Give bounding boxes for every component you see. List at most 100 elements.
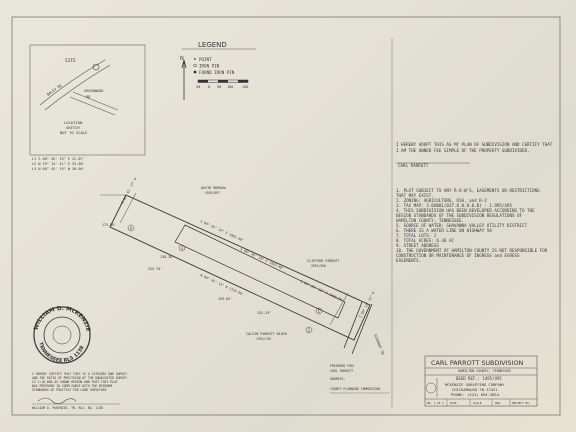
note-line: 2. ZONING: AGRICULTURE, R1H, and R-2 (396, 198, 487, 203)
approval-line: ADDRESS: (330, 377, 345, 381)
subdivision-title: CARL PARROTT SUBDIVISION (431, 359, 523, 367)
lot-number: 3 (181, 246, 184, 251)
deed-reference: DEED REF.: 1495/495 (456, 376, 502, 381)
vicinity-label-road-3: RD (86, 95, 90, 99)
vicinity-label-road-2: GREENWOOD (84, 89, 103, 93)
sheet-row-cell: PROJECT NO. (512, 401, 531, 405)
dimension-label: 138.38' (160, 255, 174, 259)
note-line: 9. STREET ADDRESS (396, 243, 439, 248)
adjoiner-deed: 1955/745 (256, 337, 271, 341)
bearing-label: N 60° 45' 15" W 1135.00' (200, 273, 245, 296)
point-symbol-icon (194, 58, 196, 60)
legend-item-label: IRON PIN (199, 64, 220, 69)
adjoiner-name: CLIFFORD PARROTT (307, 259, 340, 263)
note-line: 4. THIS SUBDIVISION HAS BEEN DEVELOPED A… (396, 208, 535, 213)
lot-outline (174, 224, 346, 319)
lot-line (329, 292, 349, 326)
surveyor-cert-line: AND THE RATIO OF PRECISION OF THE UNADJU… (32, 376, 127, 380)
bearing-label: S 60° 45' 19" E 1023.48' (240, 247, 285, 270)
vicinity-label-scale: NOT TO SCALE (60, 130, 88, 135)
note-line: HAMILTON COUNTY, TENNESSEE. (396, 218, 464, 223)
note-line: 5. SOURCE OF WATER: SHAVANNA VALLEY UTIL… (396, 223, 528, 228)
sheet-row-cell: NO. 1 OF 1 (427, 401, 444, 405)
vicinity-label-road-1: BALDY RD (46, 84, 62, 97)
lot-number: 2 (308, 328, 311, 333)
vicinity-label-location: LOCATION (64, 120, 83, 125)
lot-numbers: 4 3 1 2 (127, 224, 323, 334)
surveyor-cert-line: STANDARDS OF PRACTICE FOR LAND SURVEYORS (32, 388, 107, 392)
legend-title: LEGEND (198, 41, 227, 49)
legend: LEGEND N POINT IRON PIN FOUND IRON PIN 5… (180, 41, 256, 100)
surveyor-city: CHICKAMAUGA TN 37421 (452, 387, 498, 392)
surveyor-certification: I HEREBY CERTIFY THAT THIS IS A CATEGORY… (32, 372, 127, 410)
legend-item-label: POINT (199, 57, 212, 62)
north-arrow-icon (181, 59, 187, 100)
certification-line-1: I HEREBY ADOPT THIS AS MY PLAN OF SUBDIV… (396, 142, 553, 147)
scale-tick-label: 150 (242, 85, 248, 89)
north-label: N (180, 56, 184, 62)
sheet-row-cell: SCALE (473, 401, 482, 405)
iron-pin-symbol-icon (193, 63, 197, 68)
dimension-label: 255.70' (148, 267, 162, 271)
graphic-scale-bar (197, 79, 249, 83)
dimension-label: 193.65' (218, 297, 232, 301)
adjoiner-name: CALVIN PARROTT BLOCK (246, 332, 288, 336)
note-line: DESIGN STANDARDS OF THE SUBDIVISION REGU… (396, 213, 523, 218)
highway-row-line (343, 301, 363, 349)
surveyor-cert-line: WAS PREPARED IN COMPLIANCE WITH THE MINI… (32, 384, 112, 388)
note-line: 7. TOTAL LOTS: 2 (396, 233, 437, 238)
sheet-row-cell: DWG (495, 401, 500, 405)
line-table-row: L1 S 60° 45' 19" E 22.07' (32, 157, 85, 161)
note-line: 6. THERE IS A WATER LINE ON HIGHWAY 58 (396, 228, 492, 233)
surveyor-signature (37, 397, 77, 405)
vicinity-label-site: SITE (65, 58, 76, 64)
lot-line (119, 192, 137, 224)
surveyor-signer: WILLIAM D. McKENZIE, TN. RLS. NO. 1138 (32, 406, 103, 410)
scale-tick-label: 50 (196, 85, 200, 89)
legend-item-label: FOUND IRON PIN (199, 70, 235, 75)
title-block: CARL PARROTT SUBDIVISION HAMILTON COUNTY… (424, 355, 538, 407)
note-line: THAT MAY EXIST. (396, 193, 434, 198)
approval-line: CARL PARROTT (330, 369, 353, 373)
general-notes: 1. PLAT SUBJECT TO ANY R-O-W'S, EASEMENT… (396, 188, 548, 263)
owner-signature-name: CARL PARROTT (398, 163, 429, 168)
border-frame (11, 16, 561, 416)
note-line: 8. TOTAL ACRES: 6.38 AC (396, 238, 454, 243)
easement-line (147, 204, 361, 301)
adjoiner-deed: 3991/556 (311, 264, 326, 268)
note-line: EASEMENTS. (396, 258, 421, 263)
note-line: CONSTRUCTION OR MAINTENANCE OF INGRESS a… (396, 253, 520, 258)
lot-number: 1 (318, 309, 321, 314)
subdivision-subtitle: HAMILTON COUNTY, TENNESSEE (458, 369, 511, 373)
surveyor-cert-line: I HEREBY CERTIFY THAT THIS IS A CATEGORY… (32, 372, 127, 376)
property-parcels (100, 192, 373, 355)
note-line: 3. TAX MAP: 3.0UB01(037.8.8.0.0.B) - 1.9… (396, 203, 512, 208)
adjoiner-deed: 4555/897 (205, 191, 220, 195)
note-line: 1. PLAT SUBJECT TO ANY R-O-W'S, EASEMENT… (396, 188, 540, 193)
line-table: L1 S 60° 45' 19" E 22.07' L2 N 29° 14' 4… (32, 157, 85, 171)
lot-number: 4 (130, 226, 133, 231)
found-iron-pin-symbol-icon (193, 70, 197, 74)
dimension-labels: 175.50' 138.38' 255.70' 152.29' 193.65' (102, 223, 271, 315)
surveyor-phone: PHONE: (423) 894-5854 (451, 392, 500, 397)
parcel-outline (109, 194, 371, 341)
scale-tick-label: 0 (208, 85, 210, 89)
bearing-label: N 60° 45' 27" W (120, 177, 137, 204)
surveyor-seal: WILLIAM D. McKENZIE TENNESSEE RLS 1138 (33, 306, 91, 364)
adjoiner-name: DAVID MORROW (201, 186, 226, 190)
owner-certification: I HEREBY ADOPT THIS AS MY PLAN OF SUBDIV… (396, 142, 553, 168)
dimension-label: 152.29' (257, 311, 271, 315)
scale-tick-label: 50 (217, 85, 221, 89)
highway-label: HIGHWAY 58 (373, 334, 385, 356)
approval-line: PREPARED FOR: (330, 364, 355, 368)
highway-row-line (351, 303, 373, 355)
bearing-labels: S 60° 45' 19" E 1001.48' S 60° 45' 19" E… (120, 177, 375, 318)
vicinity-map: SITE BALDY RD GREENWOOD RD LOCATION SKET… (29, 44, 146, 156)
line-table-row: L2 N 29° 14' 41" E 33.00' (32, 162, 85, 166)
note-line: 10. THE GOVERNMENT OF HAMILTON COUNTY IS… (396, 248, 548, 253)
seal-top-text: WILLIAM D. McKENZIE (33, 306, 90, 332)
sheet-row-cell: DATE (450, 401, 457, 405)
surveyor-logo-icon (425, 382, 437, 394)
